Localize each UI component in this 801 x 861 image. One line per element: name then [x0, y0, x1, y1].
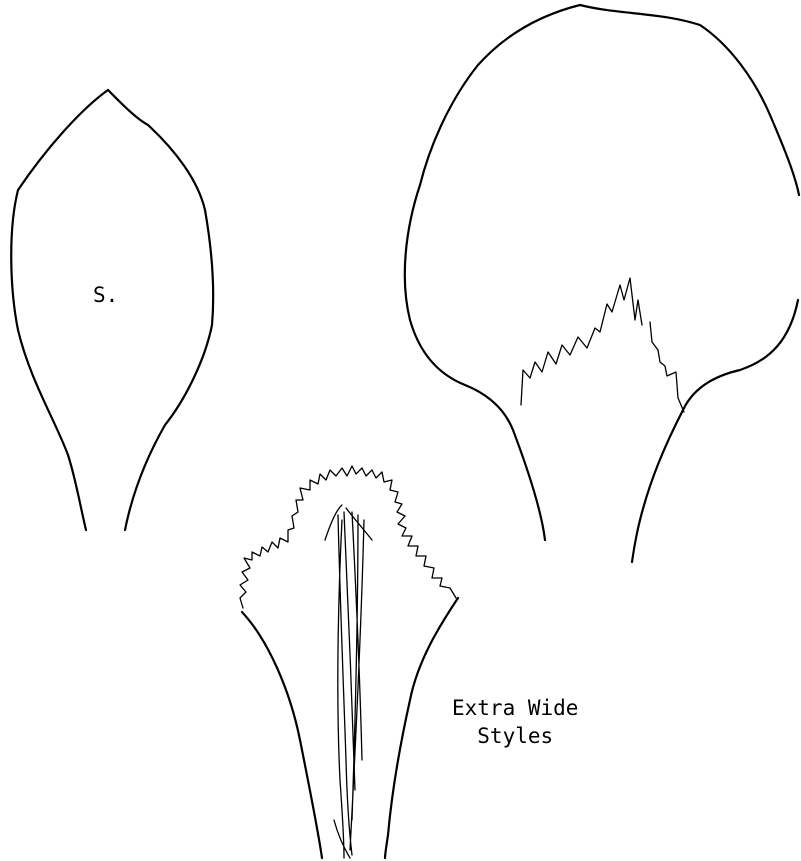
- column-right-edge: [385, 598, 458, 858]
- column-crest-fringe: [240, 466, 456, 608]
- caption-line-2: Styles: [452, 722, 578, 750]
- petal-outline: [405, 5, 799, 562]
- caption: Extra Wide Styles: [452, 694, 578, 750]
- column-left-edge: [242, 612, 322, 858]
- style-arms: [325, 505, 372, 540]
- petal-right-edge: [580, 5, 799, 562]
- column-outline: [240, 466, 458, 858]
- petal-left-edge: [405, 5, 580, 540]
- sepal-outline: [11, 90, 213, 530]
- caption-line-1: Extra Wide: [452, 694, 578, 722]
- petal-fringe: [521, 278, 684, 412]
- sepal-label: S.: [93, 285, 118, 306]
- style-veins: [334, 512, 364, 858]
- sepal-left-edge: [11, 90, 108, 530]
- sepal-right-edge: [108, 90, 213, 530]
